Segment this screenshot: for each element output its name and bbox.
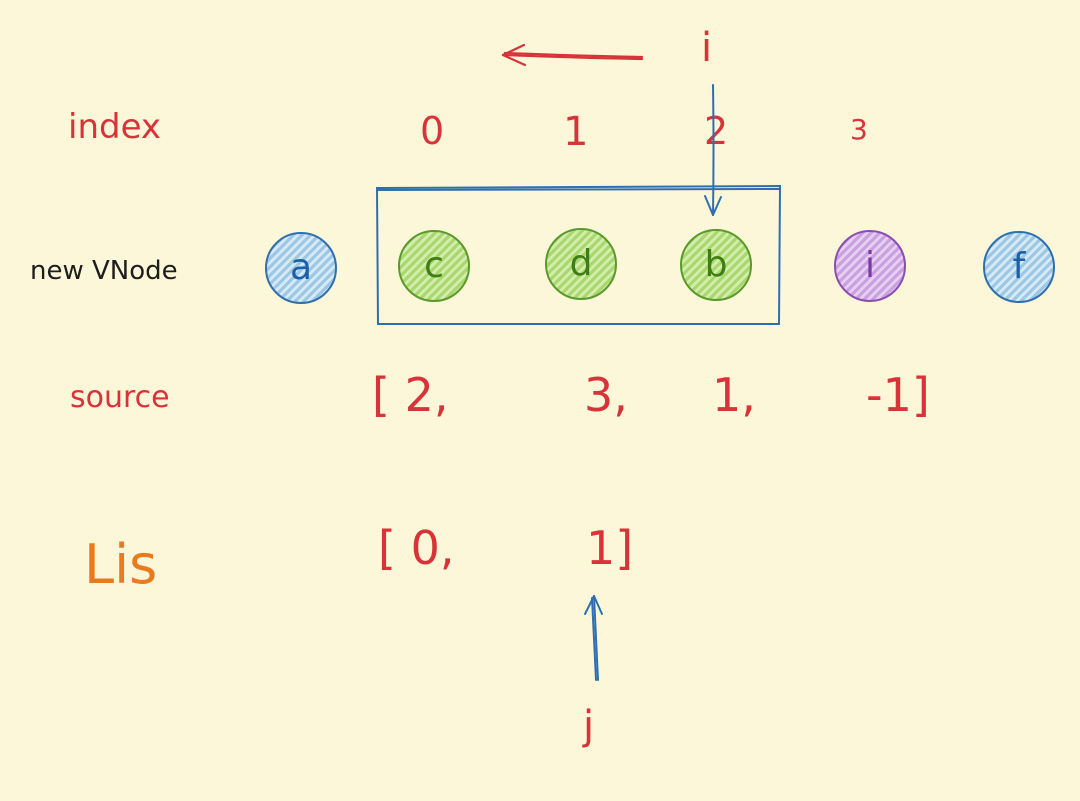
index-value-1: 1 [563, 109, 589, 155]
source-value-0: [ 2, [372, 368, 449, 422]
source-value-1: 3, [584, 368, 628, 422]
vnode-a-label: a [289, 247, 313, 288]
index-value-2: 2 [704, 109, 729, 153]
vnode-b-label: b [704, 244, 728, 285]
vnode-i: i [834, 230, 906, 302]
pointer-j-label: j [583, 703, 595, 749]
lis-value-1: 1] [586, 521, 634, 575]
row-label-source: source [70, 380, 170, 415]
source-value-3: -1] [866, 368, 930, 422]
row-label-lis: Lis [84, 533, 158, 596]
vnode-d-label: d [569, 243, 593, 284]
arrow-left-red [501, 43, 644, 67]
vnode-c: c [398, 230, 470, 302]
row-label-index: index [68, 107, 162, 147]
vnode-i-label: i [864, 245, 875, 286]
pointer-i-label: i [701, 25, 713, 71]
index-value-0: 0 [420, 109, 445, 153]
lis-value-0: [ 0, [378, 521, 455, 575]
index-value-3: 3 [850, 113, 868, 146]
vnode-f: f [983, 231, 1055, 303]
arrow-j-to-lis [584, 595, 603, 681]
vnode-f-label: f [1012, 246, 1026, 287]
group-box [375, 184, 782, 325]
source-value-2: 1, [712, 368, 756, 422]
vnode-a: a [265, 232, 337, 304]
row-label-new-vnode: new VNode [30, 256, 178, 286]
vnode-b: b [680, 229, 752, 301]
arrow-i-to-node-b [704, 84, 722, 216]
vnode-d: d [545, 228, 617, 300]
vnode-c-label: c [424, 245, 444, 286]
